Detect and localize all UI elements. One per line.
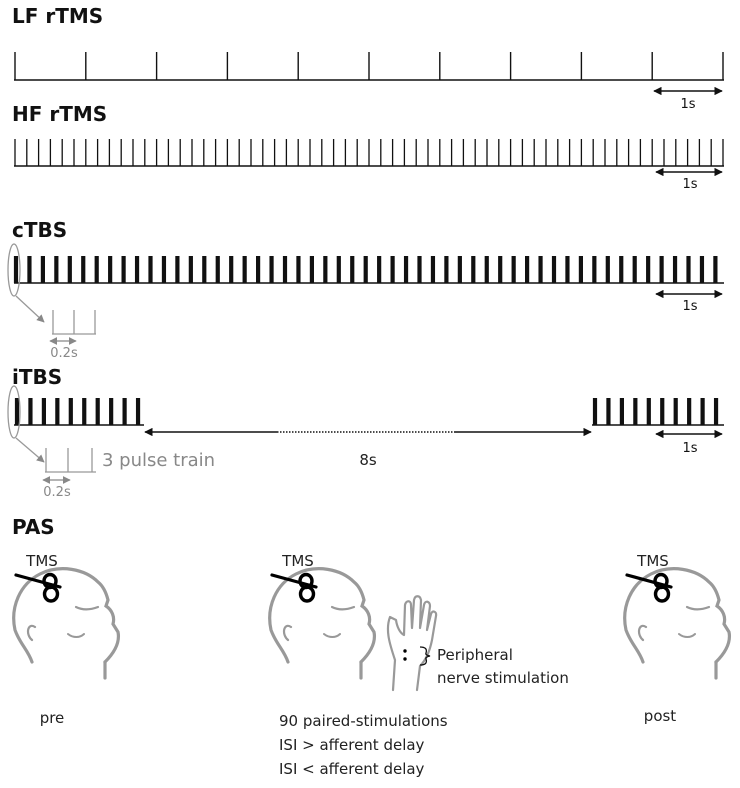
itbs-scale-label: 1s [682,441,697,456]
pas-note-1: 90 paired-stimulations [279,712,448,730]
ctbs-section: cTBS 0.2s 1s [7,218,724,361]
pas-pre-tms-label: TMS [25,552,58,570]
pas-note-3: ISI < afferent delay [279,760,425,778]
pas-post-label: post [644,707,677,725]
itbs-zoom-arrow [15,437,45,463]
hf-rtms-section: HF rTMS 1s [12,102,724,192]
ctbs-burst-train [13,256,718,283]
pas-post-tms-label: TMS [636,552,669,570]
pas-pre-head: TMS [12,552,121,680]
head-icon [12,567,121,680]
peripheral-label-2: nerve stimulation [437,669,569,687]
pas-during-head: TMS [268,552,377,680]
itbs-inset-label: 0.2s [43,485,71,500]
itbs-train-label: 3 pulse train [102,450,215,471]
pas-during-tms-label: TMS [281,552,314,570]
itbs-title: iTBS [12,365,62,389]
lf-pulse-train [14,52,724,80]
itbs-burst-trains [14,398,719,425]
pas-section: PAS TMS pre TMS Peripheral nerve stimula… [12,515,732,778]
hf-pulse-train [14,139,724,166]
pas-note-2: ISI > afferent delay [279,736,425,754]
hf-rtms-title: HF rTMS [12,102,107,126]
itbs-burst-highlight [7,385,21,439]
ctbs-burst-highlight [7,243,21,297]
itbs-section: iTBS 0.2s 3 pulse train 8s 1s [7,365,724,500]
ctbs-zoom-arrow [15,295,45,323]
head-icon [623,567,732,680]
ctbs-inset-label: 0.2s [50,346,78,361]
lf-rtms-section: LF rTMS 1s [12,4,724,112]
lf-scale-label: 1s [680,97,695,112]
hf-scale-label: 1s [682,177,697,192]
itbs-gap-label: 8s [359,451,377,469]
peripheral-label-1: Peripheral [437,646,513,664]
ctbs-scale-label: 1s [682,299,697,314]
pas-title: PAS [12,515,55,539]
ctbs-inset [49,310,96,345]
head-icon [268,567,377,680]
ctbs-title: cTBS [12,218,67,242]
lf-rtms-title: LF rTMS [12,4,103,28]
pas-post-head: TMS [623,552,732,680]
pas-pre-label: pre [40,709,65,727]
hand-icon [386,595,438,692]
itbs-inset [42,448,96,484]
peripheral-brace [419,646,431,666]
